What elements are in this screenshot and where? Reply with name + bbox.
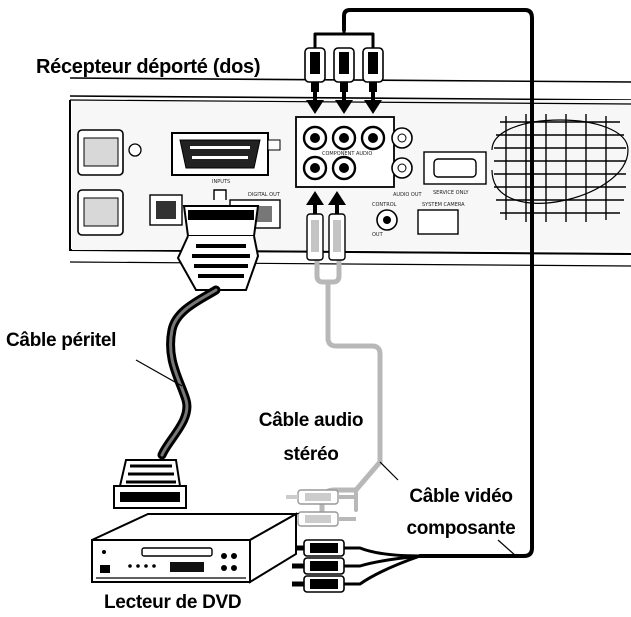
scart-cable-label: Câble péritel	[6, 330, 117, 351]
lan-socket	[149, 194, 183, 226]
component-audio-text: COMPONENT AUDIO	[322, 151, 372, 157]
leader-lines	[135, 359, 517, 557]
component-input-block: COMPONENT AUDIO	[295, 116, 395, 188]
out-text: OUT	[372, 232, 384, 238]
control-port: CONTROL SYSTEM CAMERA	[372, 202, 465, 235]
control-text: CONTROL	[372, 202, 397, 208]
vent-grille	[491, 114, 629, 222]
vga-connector-bottom	[77, 189, 124, 236]
service-only-text: SERVICE ONLY	[433, 190, 469, 196]
rca-jack-bottom-middle	[331, 155, 357, 181]
audio-out-text: AUDIO OUT	[393, 192, 423, 198]
extra-jacks	[391, 127, 413, 179]
rca-jack-top-right	[360, 125, 386, 151]
component-plugs-top	[304, 47, 384, 114]
video-cable-label-line1: Câble vidéo	[409, 486, 513, 507]
dvd-player	[91, 512, 300, 584]
digital-out-text: DIGITAL OUT	[248, 192, 281, 198]
scart-socket	[171, 132, 281, 176]
rca-jack-top-left	[302, 125, 328, 151]
system-camera-text: SYSTEM CAMERA	[422, 202, 465, 208]
audio-plugs-panel	[306, 191, 346, 261]
audio-plugs-bottom	[286, 489, 356, 527]
rca-jack-top-middle	[331, 125, 357, 151]
receiver-label: Récepteur déporté (dos)	[36, 56, 261, 78]
dvd-player-label: Lecteur de DVD	[104, 592, 242, 613]
inputs-text: INPUTS	[212, 179, 230, 185]
audio-cable-label-line1: Câble audio	[258, 410, 364, 431]
rca-jack-bottom-left	[302, 155, 328, 181]
audio-stereo-cable	[314, 255, 383, 517]
audio-cable-label-line2: stéréo	[283, 444, 339, 465]
vga-connector-top	[77, 129, 142, 176]
scart-cable	[113, 189, 260, 509]
service-port: SERVICE ONLY	[423, 151, 487, 196]
component-plugs-bottom	[292, 539, 360, 593]
video-cable-label-line2: composante	[406, 518, 516, 539]
component-video-cable	[313, 8, 534, 586]
